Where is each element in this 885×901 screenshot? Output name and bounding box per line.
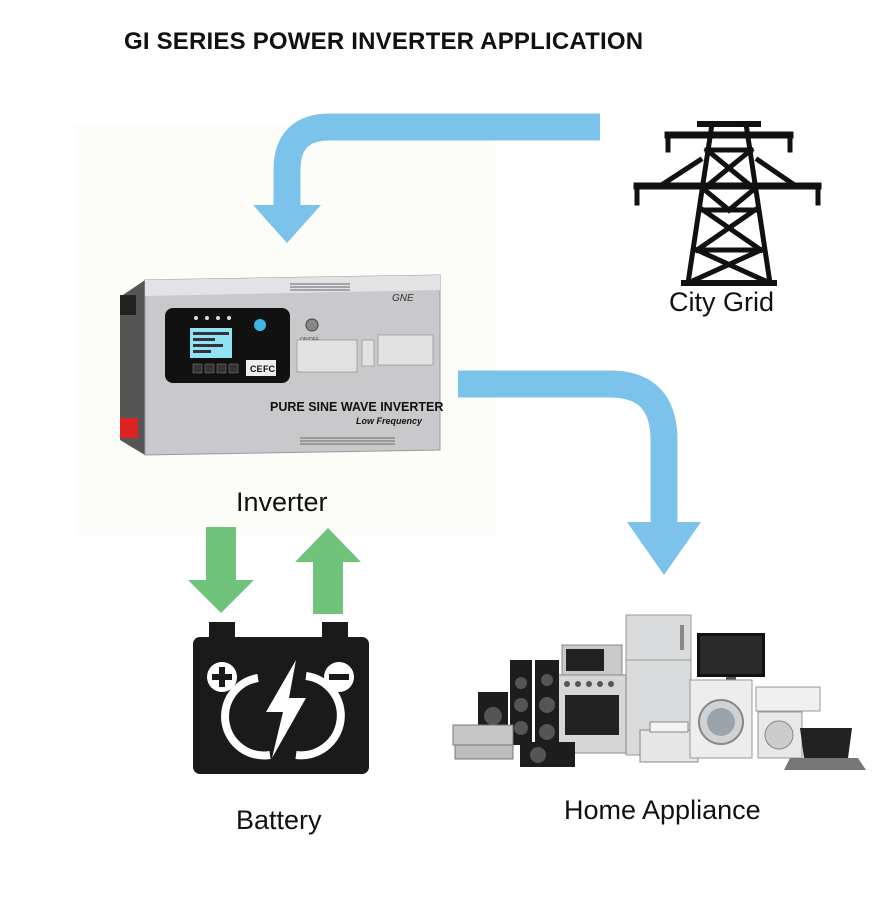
city-grid-label: City Grid — [669, 287, 775, 317]
home-appliances-image — [452, 614, 866, 770]
ce-mark: CE — [250, 364, 263, 374]
inverter-device: CE FC ON/OFF GNE PURE SINE WAVE INVERTER… — [120, 274, 443, 456]
battery-icon — [193, 622, 369, 774]
front-subtext: Low Frequency — [356, 416, 423, 426]
battery-to-inverter-arrow — [295, 528, 361, 614]
brand-logo: GNE — [392, 293, 414, 304]
diagram-title: GI SERIES POWER INVERTER APPLICATION — [124, 28, 644, 55]
grid-to-inverter-arrow — [253, 113, 600, 243]
front-text: PURE SINE WAVE INVERTER — [270, 400, 443, 414]
battery-label: Battery — [236, 805, 322, 835]
fcc-mark: FC — [263, 364, 275, 374]
inverter-label: Inverter — [236, 487, 328, 517]
inverter-to-appliance-arrow — [458, 370, 701, 575]
power-tower-icon — [633, 121, 822, 287]
home-appliance-label: Home Appliance — [564, 795, 761, 825]
inverter-to-battery-arrow — [188, 527, 254, 613]
